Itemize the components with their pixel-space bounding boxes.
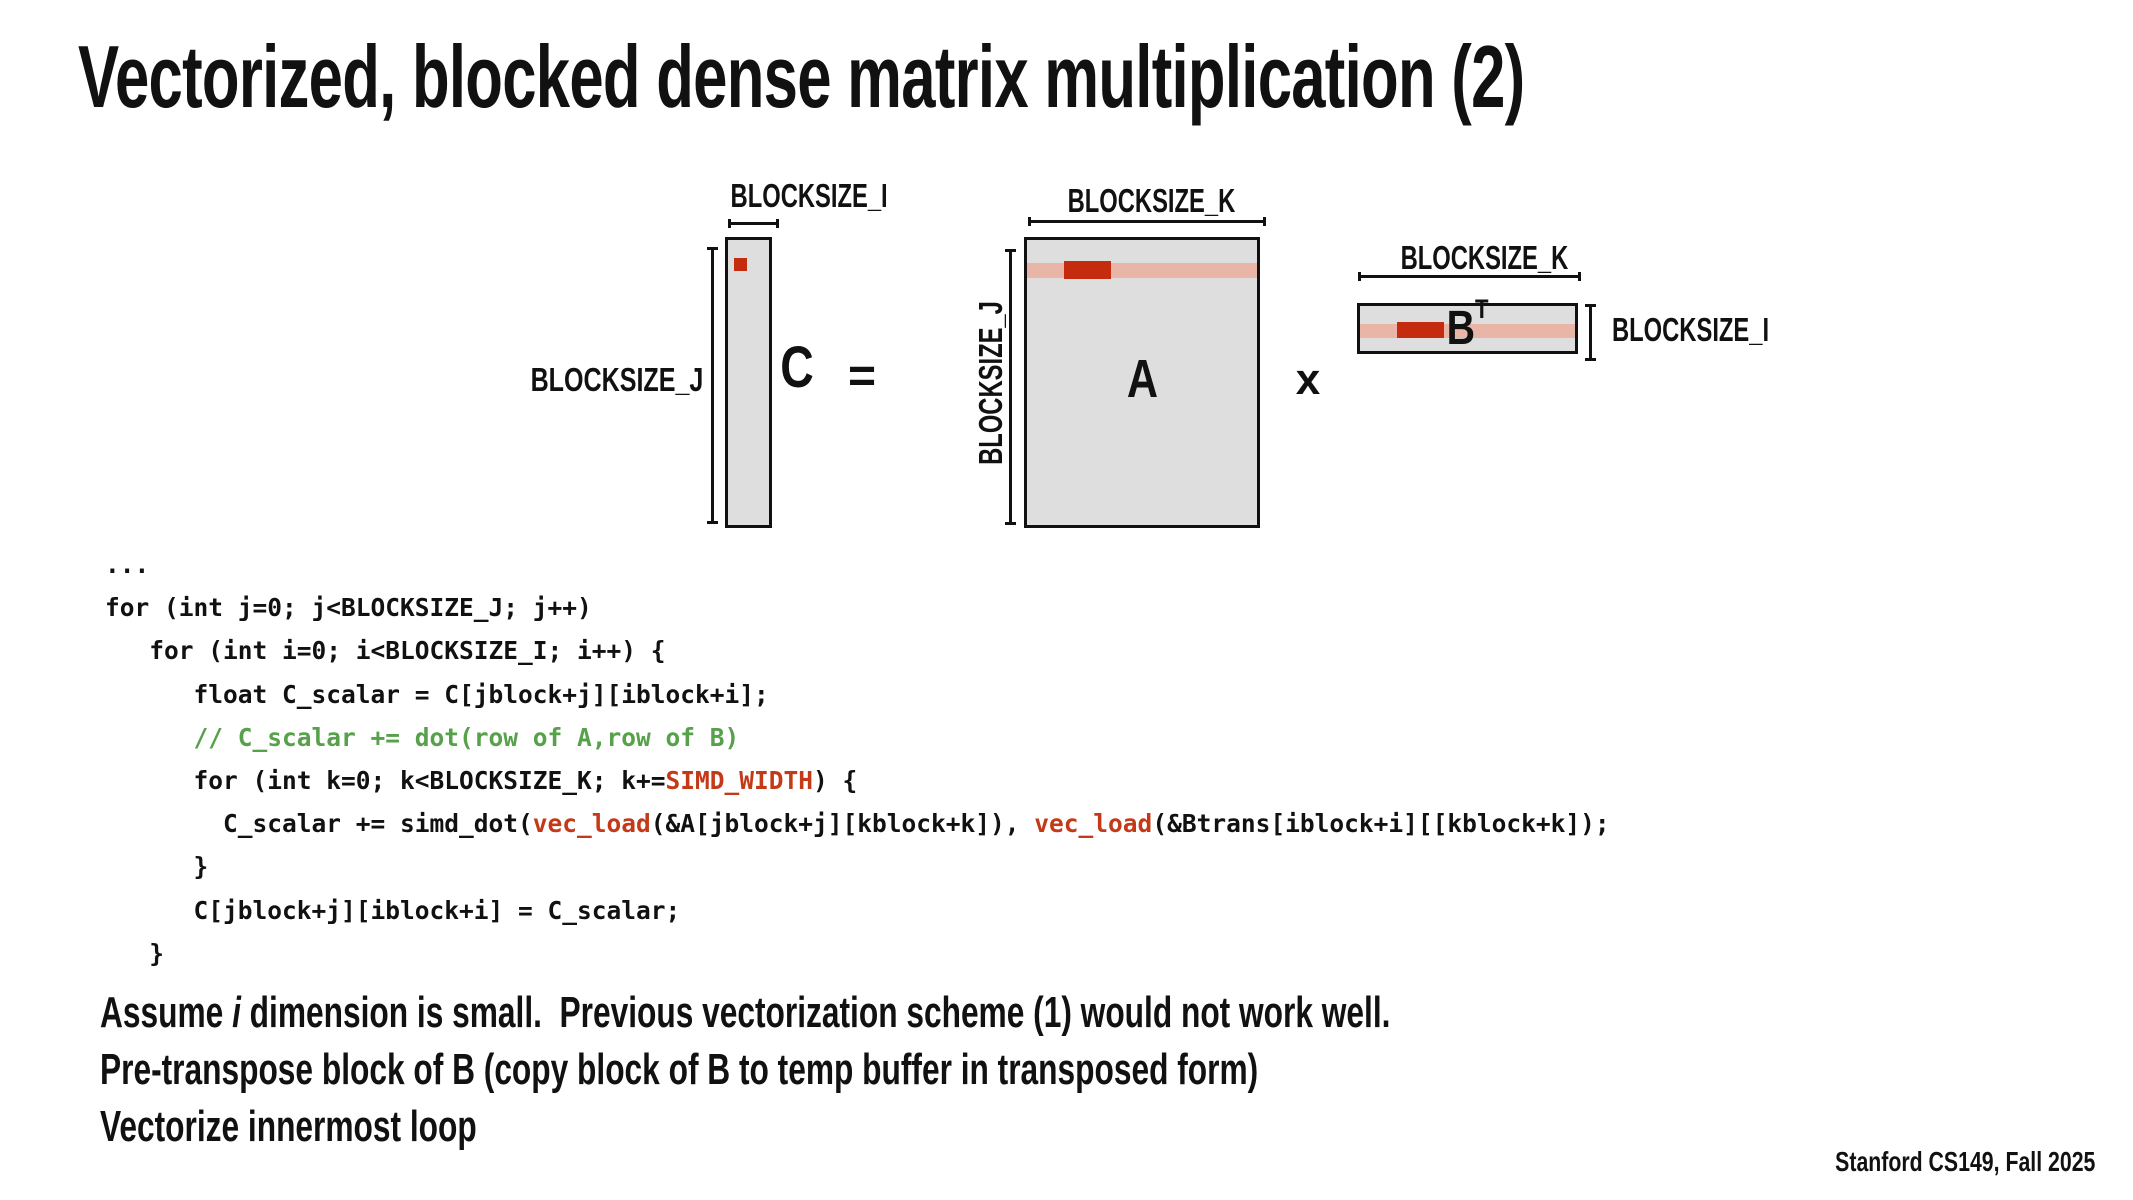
vec-load-token: vec_load [1034, 809, 1153, 839]
multiply-sign: x [1295, 355, 1321, 404]
code-line: } [105, 938, 165, 968]
matrix-a [1024, 237, 1260, 528]
b-vector-chunk [1397, 322, 1444, 338]
code-line: ... [105, 550, 150, 579]
blocksize-k-label-a: BLOCKSIZE_K [1067, 182, 1236, 219]
matrix-c-letter: C [780, 335, 814, 400]
code-line: float C_scalar = C[jblock+j][iblock+i]; [105, 679, 769, 709]
height-bracket-b [1585, 304, 1596, 361]
width-bracket-b [1358, 272, 1581, 281]
simd-width-token: SIMD_WIDTH [665, 766, 814, 796]
matrix-b-letter: BT [1446, 294, 1489, 355]
code-line: for (int j=0; j<BLOCKSIZE_J; j++) [105, 593, 592, 623]
summary-notes: Assume i dimension is small. Previous ve… [100, 984, 1892, 1155]
width-bracket-c [728, 219, 779, 228]
code-line: for (int k=0; k<BLOCKSIZE_K; k+=SIMD_WID… [105, 766, 858, 796]
note-line-2: Pre-transpose block of B (copy block of … [100, 1045, 1259, 1094]
code-line: } [105, 852, 209, 882]
a-vector-chunk [1064, 261, 1111, 279]
width-bracket-a [1028, 217, 1266, 226]
slide-footer: Stanford CS149, Fall 2025 [1834, 1146, 2095, 1177]
vec-load-token: vec_load [532, 809, 651, 839]
slide-title-text: Vectorized, blocked dense matrix multipl… [78, 27, 1525, 126]
code-line: C_scalar += simd_dot(vec_load(&A[jblock+… [105, 809, 1610, 839]
note-line-3: Vectorize innermost loop [100, 1102, 477, 1151]
code-line-comment: // C_scalar += dot(row of A,row of B) [105, 722, 740, 752]
equals-sign: = [847, 350, 877, 403]
matrix-b-transpose [1357, 303, 1578, 354]
italic-i: i [232, 988, 241, 1037]
note-line-1: Assume i dimension is small. Previous ve… [100, 988, 1391, 1037]
height-bracket-c [707, 247, 718, 524]
blocksize-k-label-b: BLOCKSIZE_K [1400, 239, 1569, 276]
code-block: ... for (int j=0; j<BLOCKSIZE_J; j++) fo… [105, 543, 1610, 975]
code-line: C[jblock+j][iblock+i] = C_scalar; [105, 895, 681, 925]
transpose-superscript: T [1474, 294, 1489, 324]
matrix-a-letter: A [1126, 349, 1158, 409]
height-bracket-a [1005, 249, 1016, 525]
blocksize-j-label-c: BLOCKSIZE_J [530, 361, 703, 398]
slide-title: Vectorized, blocked dense matrix multipl… [78, 26, 2133, 128]
c-highlight-cell [734, 258, 747, 271]
a-row-highlight-band [1027, 263, 1257, 278]
code-line: for (int i=0; i<BLOCKSIZE_I; i++) { [105, 636, 666, 666]
blocksize-i-label-b: BLOCKSIZE_I [1612, 311, 1770, 348]
blocksize-i-label-c: BLOCKSIZE_I [730, 177, 888, 214]
matrix-c [725, 237, 772, 528]
